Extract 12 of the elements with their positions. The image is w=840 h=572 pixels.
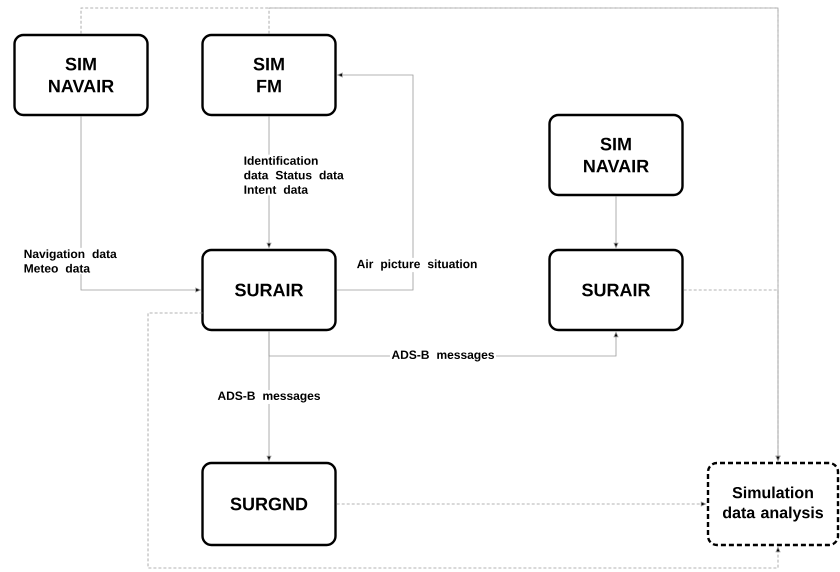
- process-box: SURAIR: [548, 248, 684, 332]
- edge-label: Navigation data Meteo data: [22, 248, 126, 274]
- edge-label: ADS-B messages: [390, 349, 496, 363]
- edge-label: Air picture situation: [355, 258, 479, 272]
- process-box: SURGND: [201, 462, 337, 546]
- process-box: Simulation data analysis: [706, 462, 840, 546]
- edge-label: ADS-B messages: [216, 390, 322, 404]
- edge-label: Identification data Status data Intent data: [242, 154, 352, 196]
- process-box: SIM FM: [201, 34, 337, 116]
- process-box: SIM NAVAIR: [13, 34, 149, 116]
- process-box: SIM NAVAIR: [548, 114, 684, 196]
- process-box: SURAIR: [201, 248, 337, 332]
